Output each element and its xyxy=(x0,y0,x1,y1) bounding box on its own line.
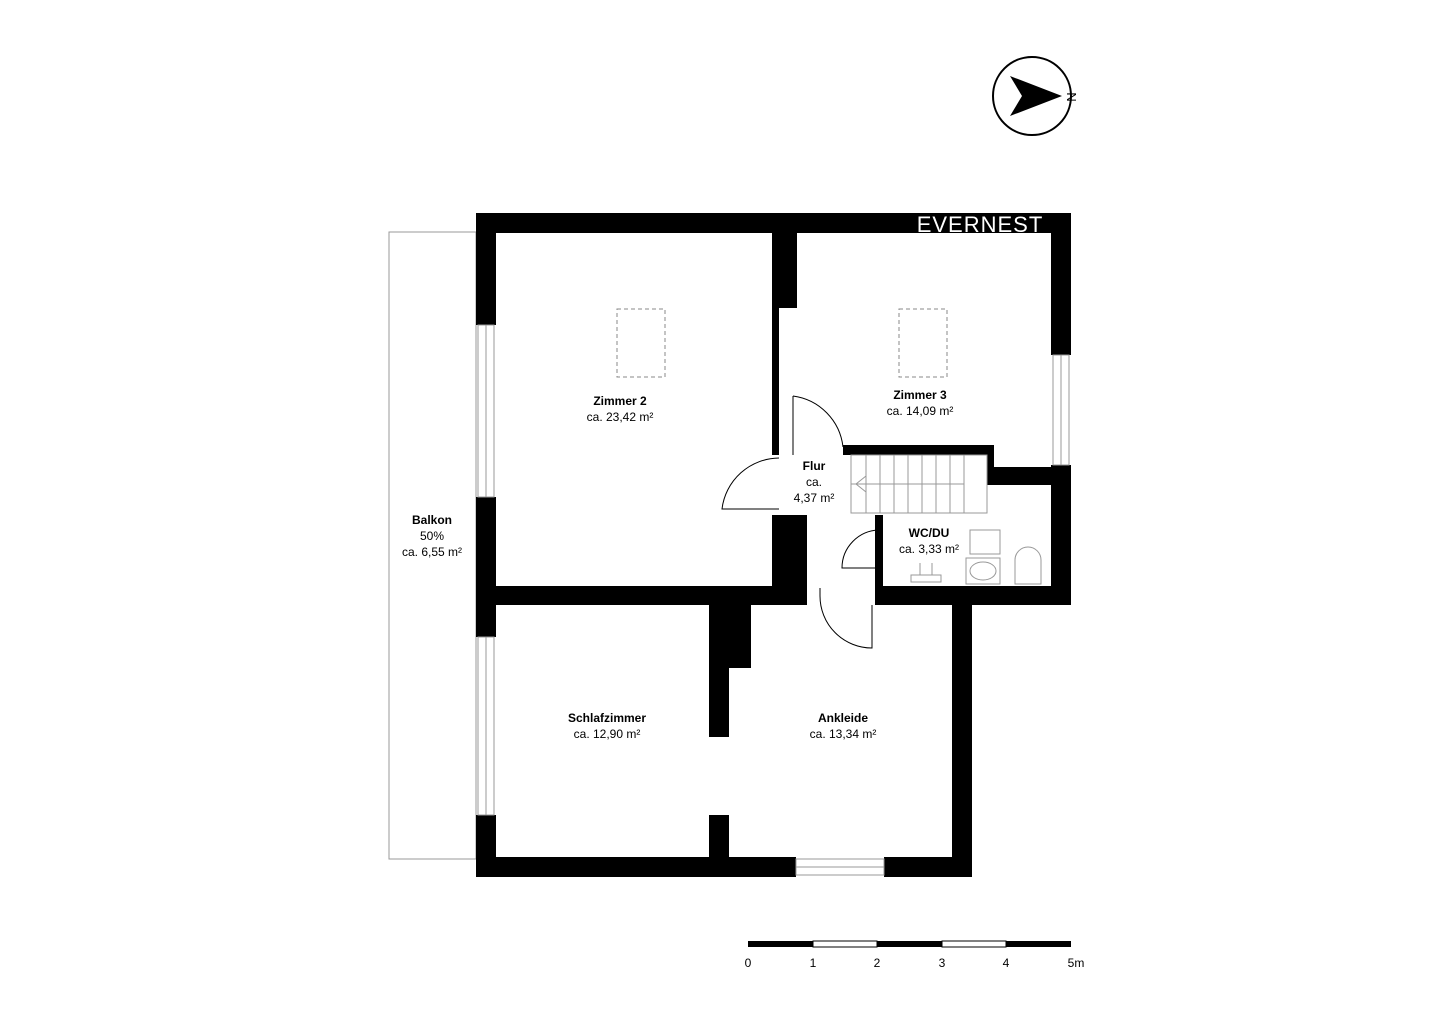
room-area: ca. xyxy=(806,475,822,489)
scale-tick: 3 xyxy=(939,956,946,970)
room-name: Zimmer 2 xyxy=(593,394,647,408)
scale-tick: 5m xyxy=(1068,956,1085,970)
sink-icon xyxy=(965,557,1001,585)
room-name: Balkon xyxy=(412,513,452,527)
north-arrow-icon: N xyxy=(992,56,1079,136)
room-name: WC/DU xyxy=(909,526,950,540)
toilet-icon xyxy=(1014,546,1042,585)
room-schlafzimmer: Schlafzimmer ca. 12,90 m² xyxy=(568,711,646,741)
scale-tick: 2 xyxy=(874,956,881,970)
scale-tick: 4 xyxy=(1003,956,1010,970)
room-name: Flur xyxy=(803,459,826,473)
room-zimmer2: Zimmer 2 ca. 23,42 m² xyxy=(587,394,654,424)
brand-logo: EVERNEST xyxy=(917,212,1044,237)
room-share: 50% xyxy=(420,529,444,543)
room-area: ca. 3,33 m² xyxy=(899,542,959,556)
room-zimmer3: Zimmer 3 ca. 14,09 m² xyxy=(887,388,954,418)
room-name: Schlafzimmer xyxy=(568,711,646,725)
skylight-zimmer3 xyxy=(898,308,948,378)
room-name: Zimmer 3 xyxy=(893,388,947,402)
room-area: ca. 14,09 m² xyxy=(887,404,954,418)
windows xyxy=(477,324,1070,876)
exterior-walls xyxy=(476,213,1071,877)
scale-bar: 0 1 2 3 4 5m xyxy=(745,940,1085,970)
room-area: ca. 13,34 m² xyxy=(810,727,877,741)
room-area: ca. 12,90 m² xyxy=(574,727,641,741)
room-name: Ankleide xyxy=(818,711,868,725)
shower-tray-icon xyxy=(969,529,1001,555)
staircase xyxy=(850,454,988,514)
skylight-zimmer2 xyxy=(616,308,666,378)
scale-tick: 0 xyxy=(745,956,752,970)
doors xyxy=(721,395,880,649)
compass-label: N xyxy=(1064,92,1079,101)
room-balkon: Balkon 50% ca. 6,55 m² xyxy=(402,513,462,559)
room-area: ca. 23,42 m² xyxy=(587,410,654,424)
room-ankleide: Ankleide ca. 13,34 m² xyxy=(810,711,877,741)
sanitary-fixtures xyxy=(910,529,1042,585)
room-area: 4,37 m² xyxy=(794,491,835,505)
room-flur: Flur ca. 4,37 m² xyxy=(794,459,835,505)
towel-rail-icon xyxy=(910,574,942,583)
scale-tick: 1 xyxy=(810,956,817,970)
interior-walls xyxy=(496,233,994,857)
room-area: ca. 6,55 m² xyxy=(402,545,462,559)
room-wcdu: WC/DU ca. 3,33 m² xyxy=(899,526,959,556)
